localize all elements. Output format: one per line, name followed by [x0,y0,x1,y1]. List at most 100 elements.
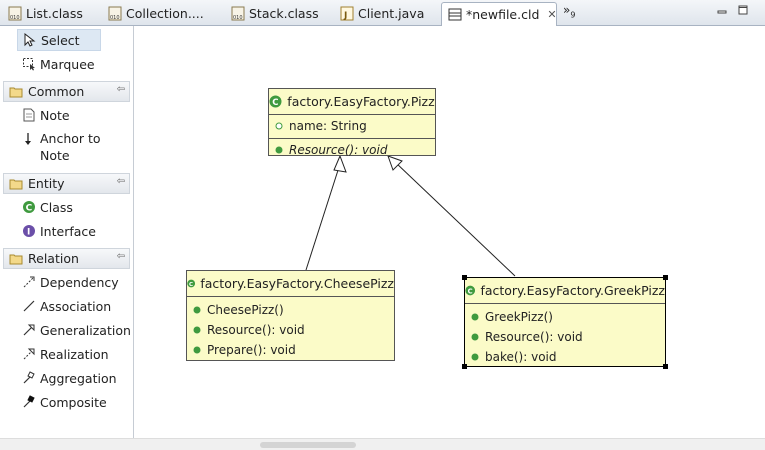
palette-item-note[interactable]: Note [0,104,130,126]
palette-item-class[interactable]: C Class [0,196,130,218]
method-icon [275,146,283,154]
aggregation-icon [23,371,35,384]
class-diagram-icon [448,8,462,21]
method-icon [193,346,201,354]
method-row[interactable]: Resource(): void [269,140,435,160]
composite-icon [23,395,35,408]
collapse-drawer-icon[interactable]: ⇦ [116,176,125,187]
constructor-icon [471,313,479,321]
method-section: GreekPizz() Resource(): void bake(): voi… [465,304,665,369]
method-row[interactable]: bake(): void [465,347,665,367]
class-icon: C [465,285,476,296]
class-name: factory.EasyFactory.CheesePizz [200,276,394,291]
class-name: factory.EasyFactory.GreekPizz [480,283,665,298]
svg-text:C: C [272,98,278,108]
attribute-section: name: String [269,115,435,139]
svg-text:C: C [468,287,473,295]
svg-text:C: C [26,204,33,214]
svg-text:I: I [27,228,30,238]
method-row[interactable]: CheesePizz() [187,300,394,320]
palette-item-generalization[interactable]: Generalization [0,319,131,341]
folder-icon [9,254,23,264]
palette-item-interface[interactable]: I Interface [0,220,130,242]
constructor-icon [193,306,201,314]
tab-label: Collection.... [126,6,204,21]
attribute-row[interactable]: name: String [269,116,435,136]
tab-collection[interactable]: 010 Collection.... [102,2,224,25]
tab-client-java[interactable]: J Client.java [334,2,440,25]
svg-text:010: 010 [110,15,120,21]
palette-item-aggregation[interactable]: Aggregation [0,367,130,389]
generalization-icon [23,324,35,336]
palette-tool-marquee[interactable]: Marquee [0,53,130,75]
class-header: C factory.EasyFactory.Pizz [269,89,435,115]
class-header: C factory.EasyFactory.CheesePizz [187,271,394,297]
method-section: Resource(): void [269,139,435,162]
interface-icon: I [23,225,35,238]
svg-text:J: J [343,11,347,21]
collapse-drawer-icon[interactable]: ⇦ [116,84,125,95]
note-icon [23,108,35,122]
class-file-icon: 010 [231,6,245,21]
drawer-relation[interactable]: Relation ⇦ [3,248,130,269]
method-row[interactable]: Resource(): void [465,327,665,347]
svg-text:010: 010 [10,15,20,21]
method-row[interactable]: GreekPizz() [465,307,665,327]
folder-icon [9,87,23,97]
diagram-canvas[interactable] [135,26,765,438]
method-icon [193,326,201,334]
svg-text:010: 010 [233,15,243,21]
palette-item-association[interactable]: Association [0,295,130,317]
class-header: C factory.EasyFactory.GreekPizz [465,278,665,304]
class-name: factory.EasyFactory.Pizz [287,94,435,109]
tab-newfile-cld[interactable]: *newfile.cld ✕ [441,2,557,26]
tab-stack-class[interactable]: 010 Stack.class [225,2,333,25]
realization-icon [23,348,35,360]
class-icon: C [23,201,35,214]
drawer-common[interactable]: Common ⇦ [3,81,130,102]
palette-tool-select[interactable]: Select [17,29,101,51]
tab-label: *newfile.cld [466,7,540,22]
class-icon: C [187,279,196,288]
field-icon [275,122,283,130]
scrollbar-thumb[interactable] [260,442,356,448]
tab-label: Stack.class [249,6,319,21]
selection-handle[interactable] [663,364,668,369]
tab-label: List.class [26,6,83,21]
method-section: CheesePizz() Resource(): void Prepare():… [187,297,394,362]
drawer-entity[interactable]: Entity ⇦ [3,173,130,194]
tab-label: Client.java [358,6,425,21]
anchor-icon [25,133,31,145]
svg-text:C: C [189,282,193,288]
method-row[interactable]: Prepare(): void [187,340,394,360]
palette-item-composite[interactable]: Composite [0,391,130,413]
tab-list-class[interactable]: 010 List.class [2,2,102,25]
marquee-icon [23,58,35,71]
method-icon [471,353,479,361]
method-row[interactable]: Resource(): void [187,320,394,340]
class-box-cheesepizz[interactable]: C factory.EasyFactory.CheesePizz CheeseP… [186,270,395,361]
select-arrow-icon [24,33,36,47]
palette-item-realization[interactable]: Realization [0,343,130,365]
more-tabs-button[interactable]: »9 [563,3,576,20]
class-box-pizz[interactable]: C factory.EasyFactory.Pizz name: String … [268,88,436,157]
class-file-icon: 010 [8,6,22,21]
editor-tab-bar: 010 List.class 010 Collection.... 010 St… [0,0,765,26]
class-file-icon: 010 [108,6,122,21]
method-icon [471,333,479,341]
dependency-icon [23,276,35,288]
collapse-drawer-icon[interactable]: ⇦ [116,251,125,262]
palette-item-dependency[interactable]: Dependency [0,271,130,293]
java-file-icon: J [340,6,354,21]
class-box-greekpizz[interactable]: C factory.EasyFactory.GreekPizz GreekPiz… [464,277,666,367]
selection-handle[interactable] [462,275,467,280]
maximize-icon[interactable] [738,5,748,15]
horizontal-scrollbar[interactable] [0,438,765,450]
association-icon [23,300,35,312]
selection-handle[interactable] [462,364,467,369]
minimize-icon[interactable] [717,5,727,15]
selection-handle[interactable] [663,275,668,280]
close-tab-icon[interactable]: ✕ [547,8,557,21]
